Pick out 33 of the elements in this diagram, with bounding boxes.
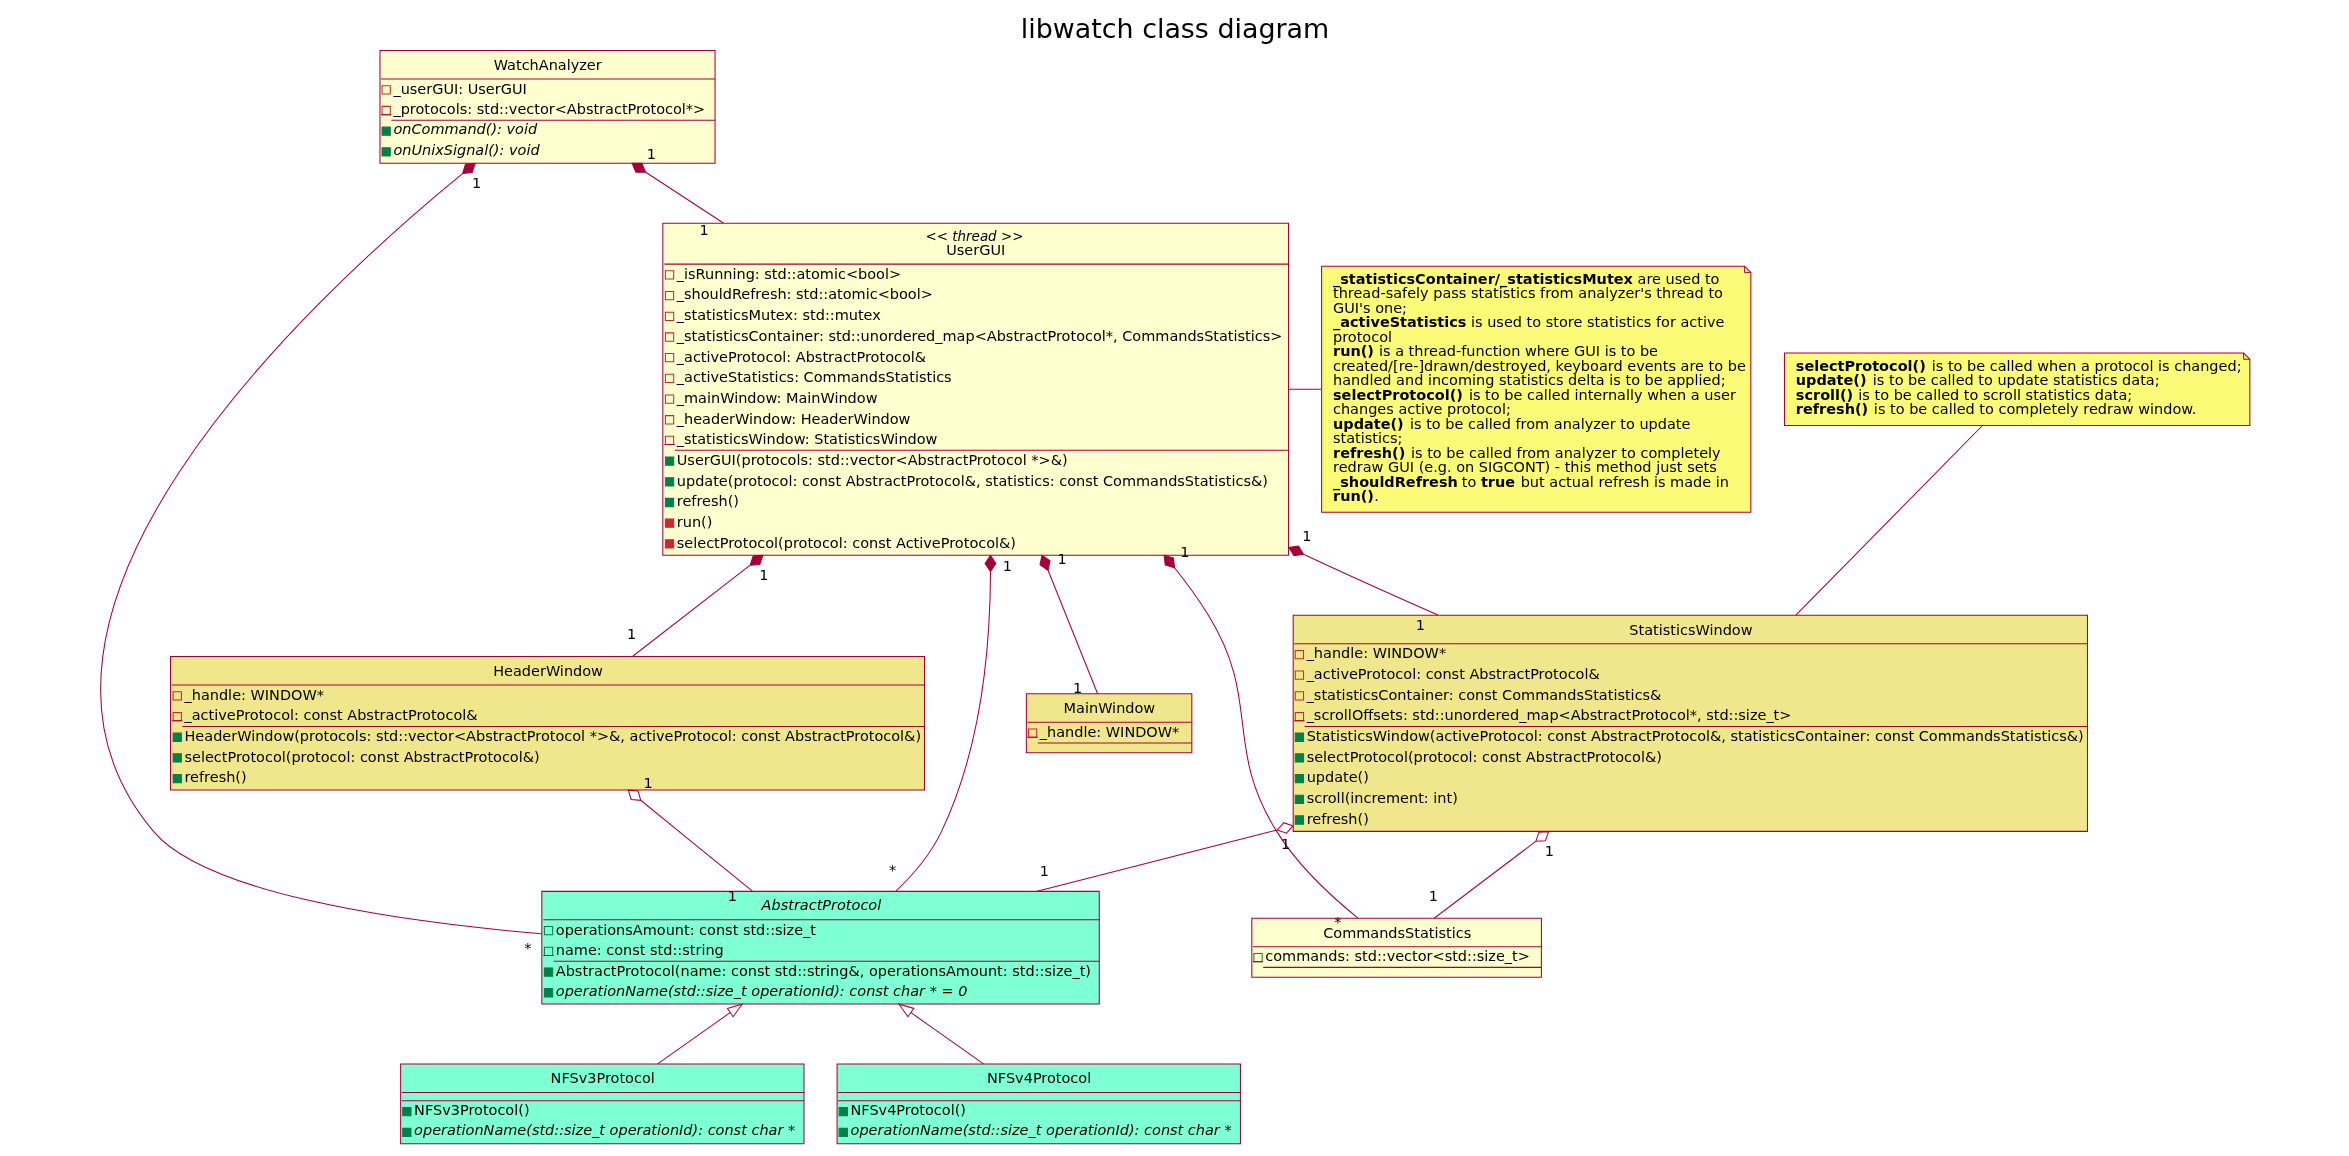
label: *: [1333, 914, 1342, 931]
label: 1: [699, 221, 709, 238]
connector: [1287, 388, 1322, 390]
label: 1: [758, 566, 768, 583]
label: 1: [1072, 679, 1082, 696]
label: 1: [626, 626, 636, 643]
connector: [627, 789, 753, 892]
label: *: [523, 940, 532, 957]
diagram-title: libwatch class diagram: [1020, 12, 1329, 44]
label: 1: [727, 887, 737, 904]
label: 1: [1002, 558, 1012, 575]
connector: [1794, 425, 1983, 616]
label: 1: [643, 775, 653, 792]
label: 1: [1428, 888, 1438, 905]
connector: [1163, 554, 1358, 919]
arrow: [897, 1003, 984, 1065]
label: 1: [1544, 843, 1554, 860]
arrow: [656, 1003, 743, 1065]
connector: [631, 554, 764, 657]
label: 1: [646, 146, 656, 163]
connector: [101, 162, 542, 935]
connector: [894, 554, 996, 892]
label: 1: [1301, 527, 1311, 544]
label: 1: [1057, 550, 1067, 567]
label: *: [888, 861, 896, 878]
connector: [630, 162, 724, 224]
label: 1: [471, 174, 481, 191]
connector: [1038, 554, 1098, 695]
connector: [1036, 822, 1294, 892]
connector: [1287, 545, 1439, 616]
label: 1: [1415, 616, 1425, 633]
connector: [1433, 831, 1549, 919]
label: 1: [1039, 862, 1049, 879]
